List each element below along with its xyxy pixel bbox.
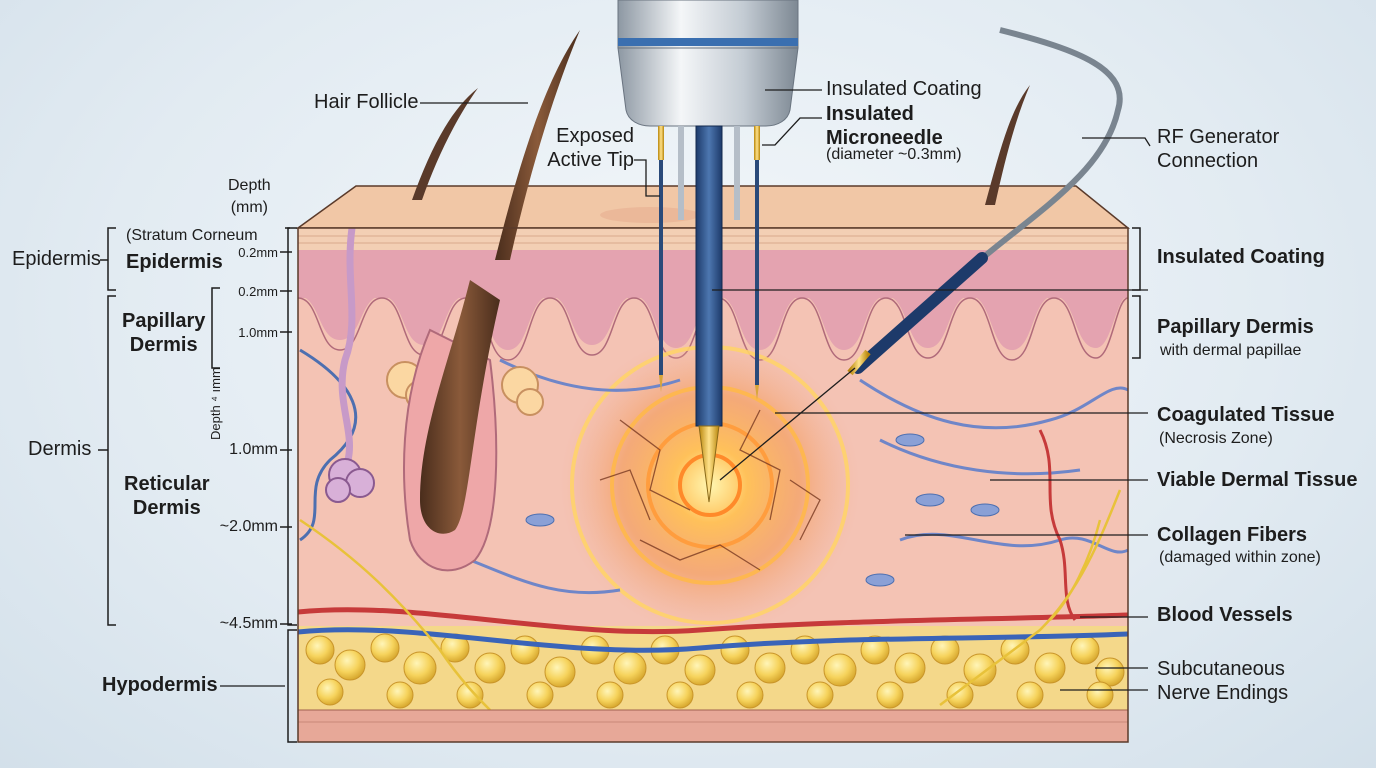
reticular-line1: Reticular <box>124 473 210 495</box>
necrosis-zone-label: (Necrosis Zone) <box>1159 430 1273 447</box>
tick-1-0mm-b: 1.0mm <box>229 441 278 458</box>
papillae-label: with dermal papillae <box>1160 342 1302 359</box>
depth-heading: Depth (mm) <box>228 175 271 219</box>
subcutaneous-nerve-label: Subcutaneous Nerve Endings <box>1157 657 1288 705</box>
exposed-active-tip-label: Exposed Active Tip <box>530 124 634 172</box>
papillary-line2: Dermis <box>129 334 198 356</box>
nerve-endings-line: Nerve Endings <box>1157 682 1289 704</box>
reticular-line2: Dermis <box>132 497 201 519</box>
collagen-fibers-label: Collagen Fibers <box>1157 524 1308 546</box>
hypodermis-label: Hypodermis <box>102 674 218 696</box>
top-insulated-coating-label: Insulated Coating <box>826 78 982 100</box>
exposed-line1: Exposed <box>556 125 634 147</box>
epidermis-label: Epidermis <box>12 248 101 270</box>
diameter-label: (diameter ~0.3mm) <box>826 146 962 163</box>
reticular-dermis-label: Reticular Dermis <box>124 472 210 520</box>
exposed-line2: Active Tip <box>547 149 634 171</box>
tick-0-2mm-b: 0.2mm <box>238 284 278 299</box>
blood-vessels-label: Blood Vessels <box>1157 604 1293 626</box>
papillary-dermis-label: Papillary Dermis <box>122 309 205 357</box>
depth-heading-line2: (mm) <box>230 199 268 216</box>
right-insulated-coating-label: Insulated Coating <box>1157 246 1325 268</box>
stratum-corneum-label: (Stratum Corneum <box>126 227 258 244</box>
subcutaneous-line: Subcutaneous <box>1157 658 1285 680</box>
microneedle-line1: Insulated <box>826 103 914 125</box>
insulated-microneedle-label: Insulated Microneedle <box>826 102 943 150</box>
damaged-label: (damaged within zone) <box>1159 549 1321 566</box>
papillary-dermis-right-label: Papillary Dermis <box>1157 316 1314 338</box>
microneedle-line2: Microneedle <box>826 127 943 149</box>
rf-line1: RF Generator <box>1157 126 1280 148</box>
coagulated-tissue-label: Coagulated Tissue <box>1157 404 1335 426</box>
tick-4-5mm: ~4.5mm <box>219 615 278 632</box>
viable-tissue-label: Viable Dermal Tissue <box>1157 469 1358 491</box>
tick-1-0mm-a: 1.0mm <box>238 325 278 340</box>
tick-2-0mm: ~2.0mm <box>219 518 278 535</box>
hair-follicle-label: Hair Follicle <box>314 91 419 113</box>
rf-generator-label: RF Generator Connection <box>1157 125 1279 173</box>
epidermis-inner-label: Epidermis <box>126 251 223 273</box>
dermis-label: Dermis <box>28 438 92 460</box>
depth-heading-line1: Depth <box>228 177 271 194</box>
rf-line2: Connection <box>1157 150 1259 172</box>
depth-side-label: Depth ⁴ ımm <box>208 367 223 440</box>
papillary-line1: Papillary <box>122 310 206 332</box>
tick-0-2mm-a: 0.2mm <box>238 245 278 260</box>
